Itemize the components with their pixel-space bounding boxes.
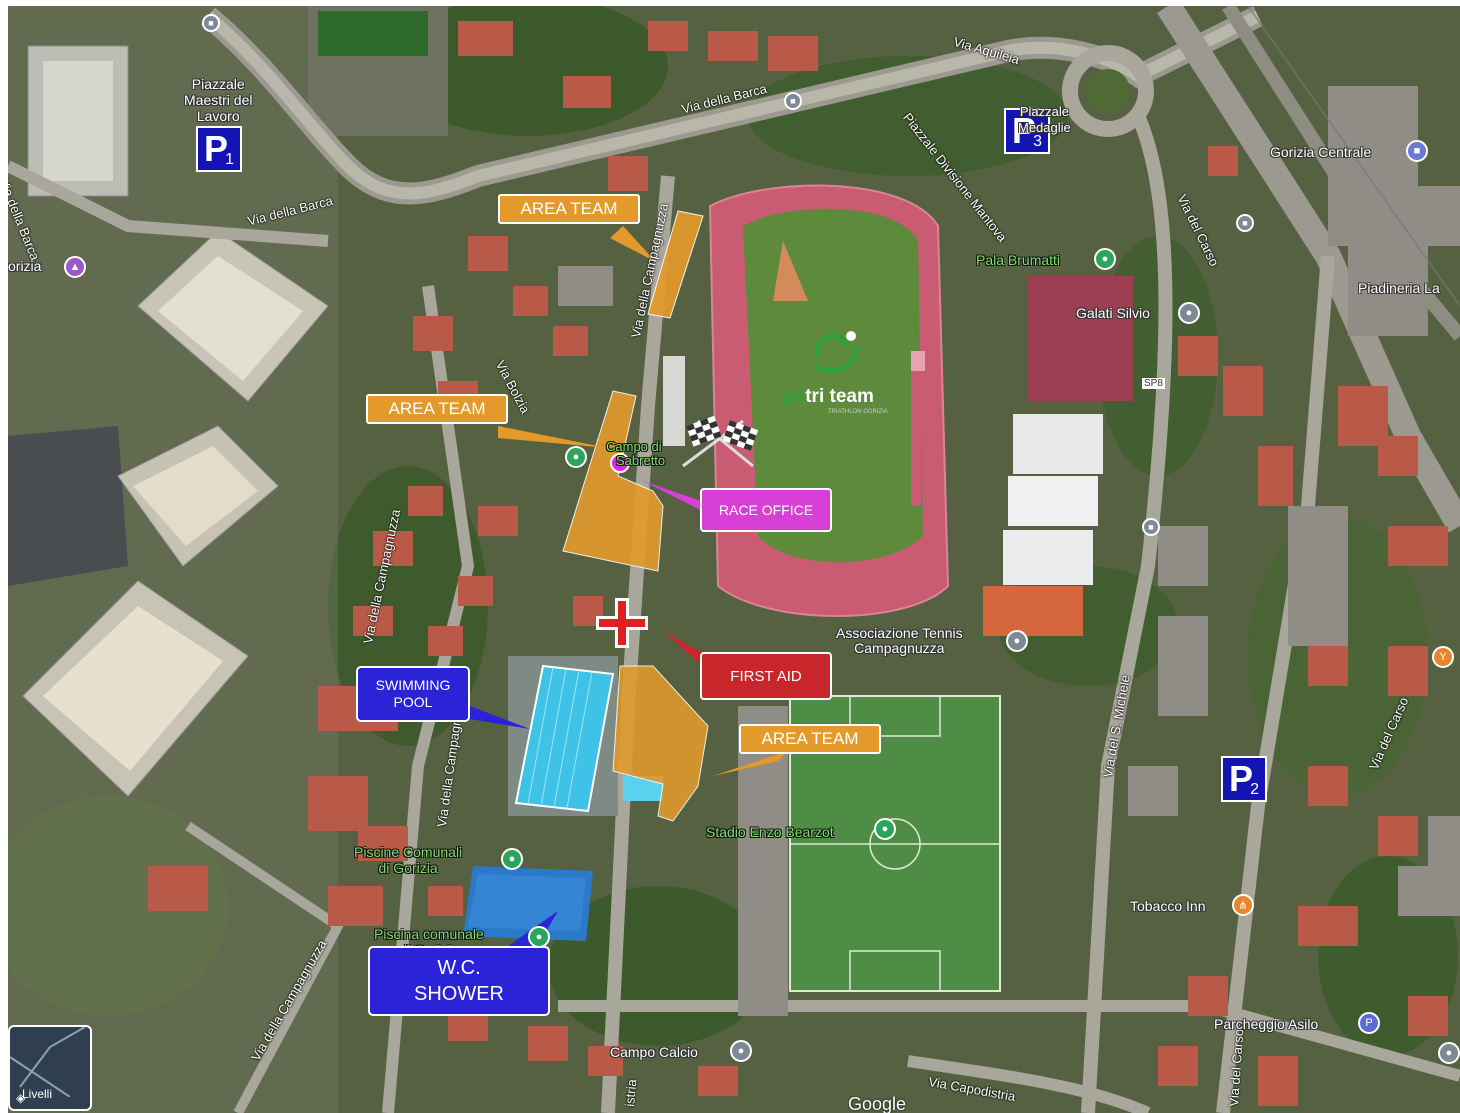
place-piazzale-medaglie: Piazzale Medaglie (1018, 104, 1071, 136)
first-aid-cross-icon (596, 598, 648, 648)
place-line: Piazzale (1019, 104, 1069, 119)
place-galati-silvio[interactable]: Galati Silvio (1076, 305, 1150, 321)
location-pin-icon[interactable]: ● (730, 1040, 752, 1062)
area-team-callout-middle[interactable]: AREA TEAM (366, 394, 508, 424)
place-associazione-tennis[interactable]: Associazione Tennis Campagnuzza (836, 626, 963, 656)
location-pin-icon[interactable]: ● (1178, 302, 1200, 324)
logo-part: tri (805, 386, 825, 407)
parking-number: 3 (1033, 133, 1042, 150)
location-pin-icon[interactable]: ● (1094, 248, 1116, 270)
parking-pin-icon[interactable]: P (1358, 1012, 1380, 1034)
location-pin-icon[interactable]: ● (565, 446, 587, 468)
museum-icon[interactable]: ▲ (64, 256, 86, 278)
bus-stop-icon[interactable]: ■ (1236, 214, 1254, 232)
place-line: Campo di (606, 439, 662, 454)
layers-button[interactable]: ◈ Livelli (8, 1025, 92, 1111)
place-gorizia-centrale[interactable]: Gorizia Centrale (1270, 144, 1372, 160)
callout-line: SHOWER (414, 983, 504, 1005)
logo-subtitle: TRIATHLON GORIZIA (828, 409, 888, 415)
gotriteam-logo-icon (811, 331, 859, 373)
place-line: Piscina comunale (374, 926, 484, 942)
wc-shower-callout[interactable]: W.C. SHOWER (368, 946, 550, 1016)
bus-stop-icon[interactable]: ■ (1142, 518, 1160, 536)
area-team-callout-bottom[interactable]: AREA TEAM (739, 724, 881, 754)
layers-label: ◈ Livelli (16, 1087, 53, 1105)
place-line: Medaglie (1018, 120, 1071, 135)
bar-icon[interactable]: Y (1432, 646, 1454, 668)
place-tobacco-inn[interactable]: Tobacco Inn (1130, 898, 1206, 914)
finish-flags-icon (682, 415, 759, 468)
place-pala-brumatti[interactable]: Pala Brumatti (976, 252, 1061, 268)
place-stadio-bearzot[interactable]: Stadio Enzo Bearzot (706, 824, 834, 840)
place-line: Sabretto (616, 453, 666, 468)
parking-number: 2 (1250, 781, 1259, 798)
place-parcheggio-asilo[interactable]: Parcheggio Asilo (1214, 1016, 1319, 1032)
location-pin-icon[interactable]: ● (528, 926, 550, 948)
parking-number: 1 (225, 151, 234, 168)
stadium-icon[interactable]: ● (874, 818, 896, 840)
parking-letter: P (1012, 110, 1037, 151)
place-line: Associazione Tennis (836, 625, 963, 641)
area-team-callout-top[interactable]: AREA TEAM (498, 194, 640, 224)
place-line: Maestri del (184, 92, 253, 108)
callout-line: W.C. (437, 957, 481, 979)
bus-stop-icon[interactable]: ■ (784, 92, 802, 110)
logo-part: team (824, 386, 874, 407)
place-campo-sabretto[interactable]: Campo di Sabretto (606, 440, 665, 468)
layers-label-text: Livelli (22, 1087, 53, 1101)
place-line: Piazzale (191, 76, 245, 92)
callout-line: POOL (393, 694, 433, 710)
place-piazzale-maestri: Piazzale Maestri del Lavoro (184, 76, 252, 124)
place-campo-calcio[interactable]: Campo Calcio (610, 1044, 698, 1060)
place-line: Lavoro (196, 108, 240, 124)
gotriteam-logo: gotri team (782, 386, 874, 408)
race-office-callout[interactable]: RACE OFFICE (700, 488, 832, 532)
train-station-icon[interactable]: ■ (1406, 140, 1428, 162)
place-piadineria[interactable]: Piadineria La (1358, 280, 1440, 296)
parking-letter: P (1229, 758, 1254, 799)
layers-preview-icon (9, 1026, 86, 1098)
location-pin-icon[interactable]: ● (1006, 630, 1028, 652)
first-aid-callout[interactable]: FIRST AID (700, 652, 832, 700)
place-line: Piscine Comunali (354, 844, 463, 860)
road-shield: SP8 (1142, 378, 1165, 389)
location-pin-icon[interactable]: ● (501, 848, 523, 870)
map-imagery (8, 6, 1460, 1113)
place-gorizia-left: orizia (8, 258, 42, 274)
restaurant-icon[interactable]: ⋔ (1232, 894, 1254, 916)
google-attribution: Google (848, 1094, 907, 1113)
place-line: Campagnuzza (854, 640, 945, 656)
place-line: di Gorizia (378, 860, 438, 876)
logo-part: go (782, 386, 806, 407)
location-pin-icon[interactable]: ● (1438, 1042, 1460, 1064)
road-label: istria (622, 1078, 640, 1108)
bus-stop-icon[interactable]: ■ (202, 14, 220, 32)
swimming-pool-callout[interactable]: SWIMMING POOL (356, 666, 470, 722)
parking-letter: P (204, 128, 229, 169)
callout-line: SWIMMING (375, 677, 451, 693)
place-piscine-comunali[interactable]: Piscine Comunali di Gorizia (354, 844, 462, 876)
